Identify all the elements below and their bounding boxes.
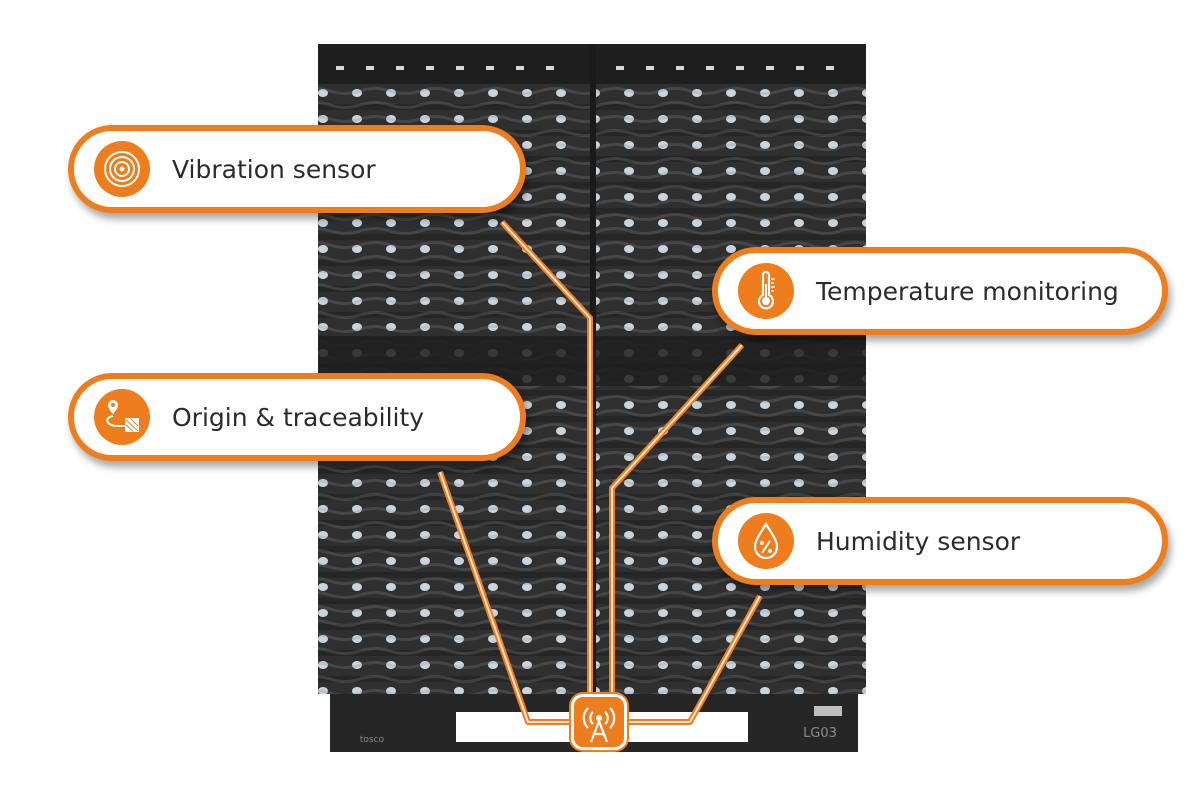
temperature-monitoring-label: Temperature monitoring [712,247,1168,335]
pallet-brand-text: tosco [360,735,385,745]
location-route-icon [94,389,150,445]
thermometer-icon [738,263,794,319]
vibration-sensor-text: Vibration sensor [172,154,376,184]
origin-traceability-label: Origin & traceability [68,373,526,461]
pallet-base-opening [628,712,748,742]
humidity-drop-icon [738,513,794,569]
barcode [814,706,842,716]
signal-tower-icon [571,694,627,750]
pallet-base-opening [456,712,576,742]
humidity-sensor-label: Humidity sensor [712,497,1168,585]
pallet-top-slots [336,66,834,70]
pallet-code-text: LG03 [803,726,837,741]
connector-lines-inner [439,221,761,723]
humidity-sensor-text: Humidity sensor [816,526,1021,556]
origin-traceability-text: Origin & traceability [172,402,425,432]
temperature-monitoring-text: Temperature monitoring [816,276,1119,306]
vibration-sensor-label: Vibration sensor [68,125,526,213]
vibration-icon [94,141,150,197]
